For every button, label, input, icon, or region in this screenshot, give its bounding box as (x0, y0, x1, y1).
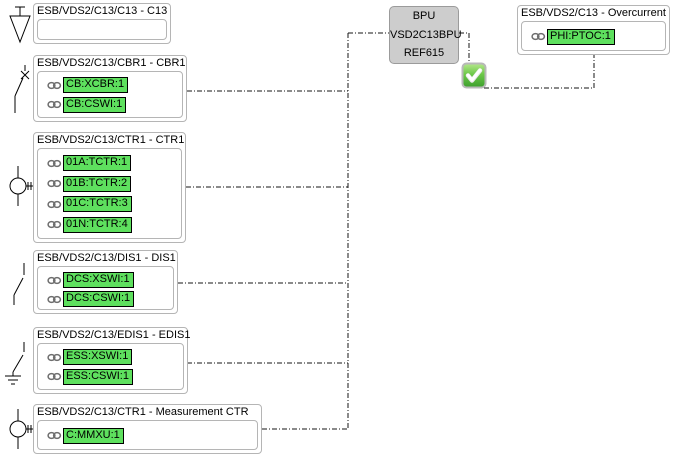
node-body: PHI:PTOC:1 (521, 21, 666, 51)
ied-node-bpu[interactable]: BPU VSD2C13BPU REF615 (389, 6, 462, 64)
logical-node-row: CB:XCBR:1 (47, 77, 179, 94)
link-icon (47, 220, 62, 229)
link-icon (47, 295, 62, 303)
logical-node-row: CB:CSWI:1 (47, 96, 179, 113)
node-body: CB:XCBR:1 CB:CSWI:1 (37, 71, 183, 118)
logical-node-chip[interactable]: CB:XCBR:1 (63, 77, 129, 94)
logical-node-row: 01C:TCTR:3 (47, 196, 178, 213)
feeder-load-icon (9, 6, 31, 44)
logical-node-row: ESS:CSWI:1 (47, 368, 180, 385)
earthing-switch-icon (5, 342, 25, 385)
bay-node-dis1[interactable]: ESB/VDS2/C13/DIS1 - DIS1 DCS:XSWI:1 DCS:… (33, 250, 178, 314)
link-icon (47, 180, 62, 188)
bay-node-measurement-ctr[interactable]: ESB/VDS2/C13/CTR1 - Measurement CTR C:MM… (33, 404, 262, 454)
logical-node-row: PHI:PTOC:1 (531, 28, 662, 45)
logical-node-chip[interactable]: ESS:XSWI:1 (63, 349, 133, 366)
link-icon (47, 200, 62, 208)
node-body: DCS:XSWI:1 DCS:CSWI:1 (37, 266, 174, 310)
node-title: ESB/VDS2/C13/CTR1 - CTR1 (37, 134, 185, 146)
logical-node-row: C:MMXU:1 (47, 427, 254, 444)
logical-node-row: 01A:TCTR:1 (47, 155, 178, 172)
logical-node-row: 01B:TCTR:2 (47, 175, 178, 192)
node-body: 01A:TCTR:1 01B:TCTR:2 01C:TCTR:3 01N:TCT… (37, 148, 182, 239)
circuit-breaker-icon (14, 65, 30, 113)
logical-node-chip[interactable]: DCS:XSWI:1 (63, 272, 134, 288)
bay-node-c13[interactable]: ESB/VDS2/C13/C13 - C13 (33, 3, 171, 44)
link-icon (47, 101, 62, 109)
node-title: ESB/VDS2/C13/EDIS1 - EDIS1 (37, 329, 191, 341)
node-title: ESB/VDS2/C13/CTR1 - Measurement CTR (37, 406, 249, 418)
measurement-ct-icon (9, 409, 33, 449)
logical-node-row: 01N:TCTR:4 (47, 216, 178, 233)
logical-node-chip[interactable]: DCS:CSWI:1 (63, 291, 135, 307)
node-body: C:MMXU:1 (37, 420, 258, 450)
node-title: ESB/VDS2/C13 - Overcurrent (521, 7, 666, 19)
ied-line: REF615 (403, 47, 445, 59)
link-ok-check-icon (461, 62, 487, 89)
link-icon (47, 431, 62, 440)
logical-node-chip[interactable]: CB:CSWI:1 (63, 96, 127, 113)
link-icon (47, 373, 62, 381)
logical-node-chip[interactable]: PHI:PTOC:1 (547, 28, 615, 45)
bay-node-ctr1[interactable]: ESB/VDS2/C13/CTR1 - CTR1 01A:TCTR:1 01B:… (33, 132, 186, 243)
link-icon (47, 353, 62, 361)
logical-node-chip[interactable]: ESS:CSWI:1 (63, 368, 133, 385)
ied-line: BPU (412, 10, 436, 22)
logical-node-row: DCS:CSWI:1 (47, 291, 170, 307)
bay-node-cbr1[interactable]: ESB/VDS2/C13/CBR1 - CBR1 CB:XCBR:1 CB:CS… (33, 55, 187, 122)
logical-node-chip[interactable]: 01A:TCTR:1 (63, 155, 132, 172)
disconnector-icon (13, 263, 25, 305)
current-transformer-icon (9, 166, 33, 206)
link-icon (47, 159, 62, 168)
logical-node-row: ESS:XSWI:1 (47, 349, 180, 366)
node-title: ESB/VDS2/C13/DIS1 - DIS1 (37, 252, 176, 264)
link-icon (531, 32, 546, 41)
node-body: ESS:XSWI:1 ESS:CSWI:1 (37, 343, 184, 390)
logical-node-chip[interactable]: 01N:TCTR:4 (63, 216, 132, 233)
logical-node-chip[interactable]: 01C:TCTR:3 (63, 196, 132, 213)
logical-node-row: DCS:XSWI:1 (47, 272, 170, 288)
node-body (37, 19, 167, 40)
node-title: ESB/VDS2/C13/C13 - C13 (37, 5, 168, 17)
link-icon (47, 276, 62, 284)
logical-node-chip[interactable]: 01B:TCTR:2 (63, 175, 132, 192)
node-title: ESB/VDS2/C13/CBR1 - CBR1 (37, 57, 186, 69)
function-node-overcurrent[interactable]: ESB/VDS2/C13 - Overcurrent PHI:PTOC:1 (517, 5, 670, 55)
bay-node-edis1[interactable]: ESB/VDS2/C13/EDIS1 - EDIS1 ESS:XSWI:1 ES… (33, 327, 191, 394)
link-icon (47, 81, 62, 89)
ied-line: VSD2C13BPU (390, 28, 462, 41)
logical-node-chip[interactable]: C:MMXU:1 (63, 427, 124, 444)
